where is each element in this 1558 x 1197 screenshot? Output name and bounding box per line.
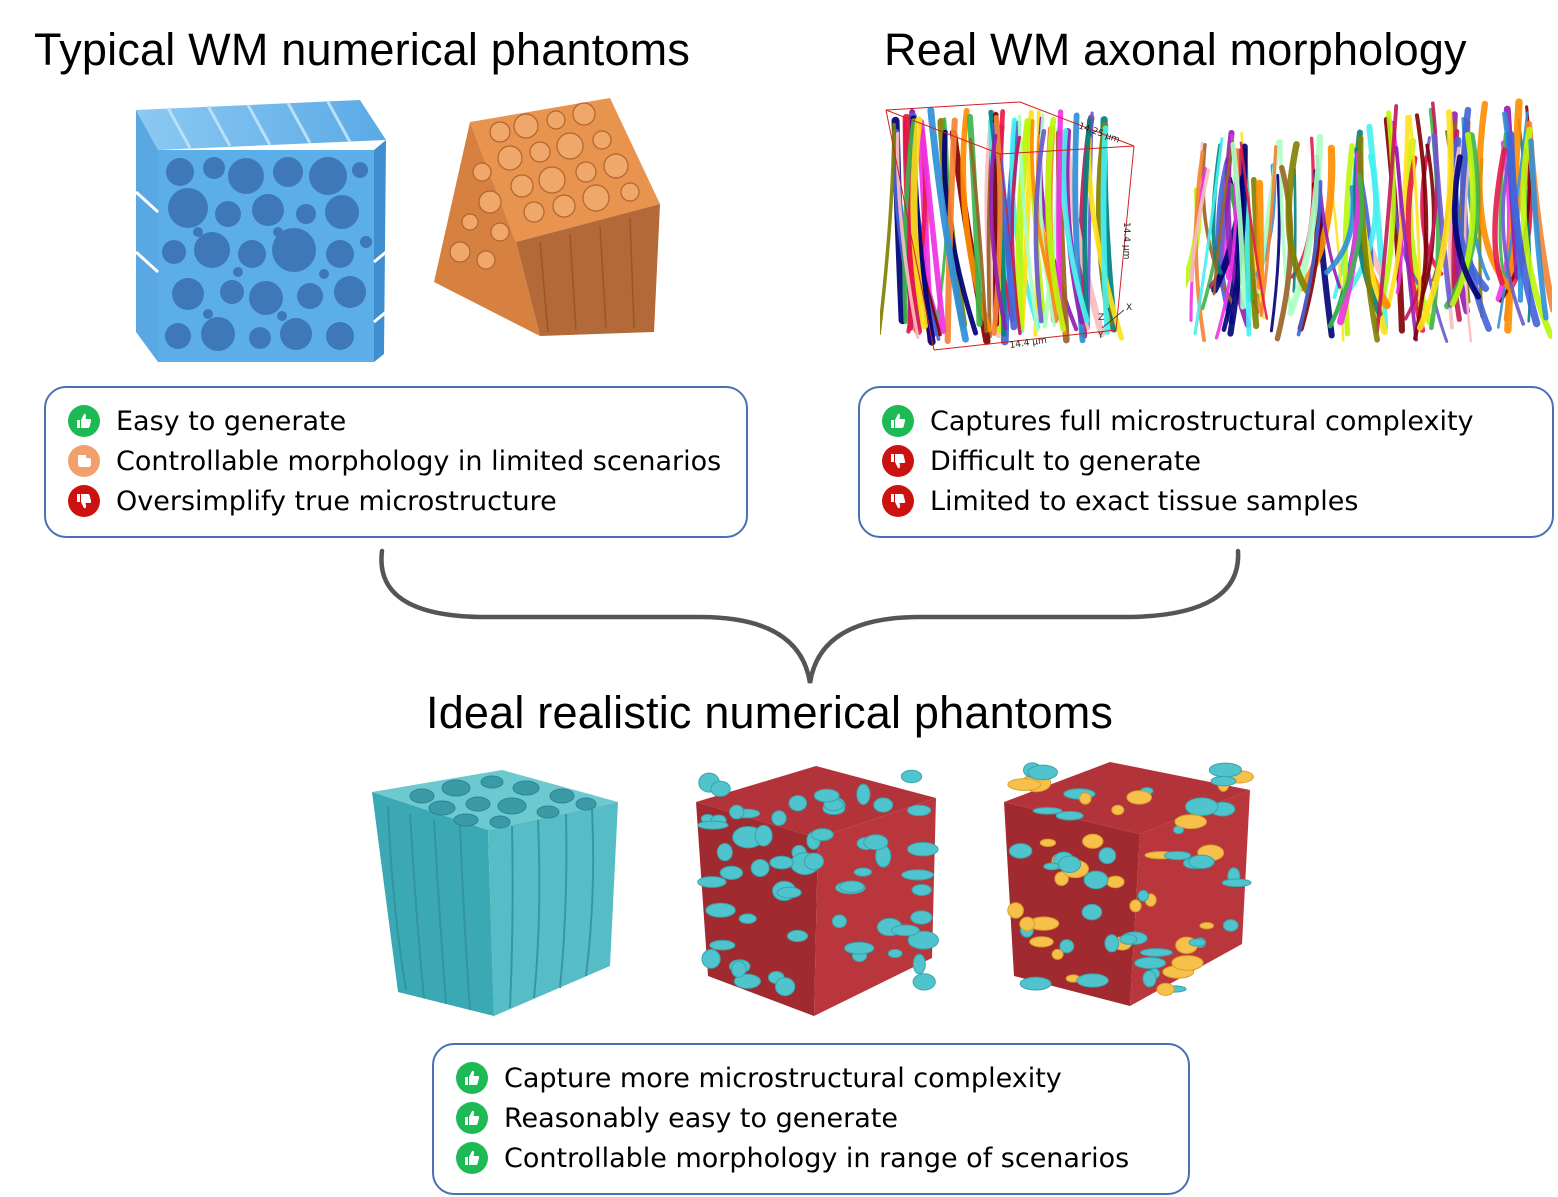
thumbs-up-icon bbox=[456, 1062, 488, 1094]
ideal-phantom-teal bbox=[372, 770, 618, 1016]
title-ideal-phantoms: Ideal realistic numerical phantoms bbox=[426, 687, 1114, 738]
scale-label-top: 14.25 µm bbox=[1077, 121, 1121, 145]
thumbs-up-icon bbox=[68, 405, 100, 437]
list-item: Capture more microstructural complexity bbox=[456, 1061, 1062, 1095]
axis-x-label: X bbox=[1126, 303, 1132, 313]
list-item: Captures full microstructural complexity bbox=[882, 404, 1474, 438]
list-item: Difficult to generate bbox=[882, 444, 1201, 478]
ideal-phantom-teal-red bbox=[696, 766, 940, 1016]
pro-text: Capture more microstructural complexity bbox=[504, 1062, 1062, 1094]
real-morphology-panel: Captures full microstructural complexity… bbox=[858, 386, 1554, 538]
list-item: Controllable morphology in range of scen… bbox=[456, 1141, 1129, 1175]
thumbs-sideways-icon bbox=[68, 445, 100, 477]
con-text: Difficult to generate bbox=[930, 445, 1202, 477]
con-text: Limited to exact tissue samples bbox=[930, 485, 1359, 517]
merge-brace bbox=[379, 548, 1241, 684]
scale-label-bottom: 14.4 µm bbox=[1009, 336, 1047, 351]
list-item: Limited to exact tissue samples bbox=[882, 484, 1358, 518]
real-axons-slab-render bbox=[1186, 98, 1552, 343]
thumbs-up-icon bbox=[882, 405, 914, 437]
thumbs-up-icon bbox=[456, 1102, 488, 1134]
axis-triad bbox=[1101, 307, 1125, 329]
con-text: Oversimplify true microstructure bbox=[116, 485, 557, 517]
list-item: Controllable morphology in limited scena… bbox=[68, 444, 721, 478]
scale-label-right: 14.4 µm bbox=[1121, 222, 1131, 259]
neutral-text: Controllable morphology in limited scena… bbox=[116, 445, 722, 477]
thumbs-down-icon bbox=[882, 445, 914, 477]
list-item: Oversimplify true microstructure bbox=[68, 484, 557, 518]
real-axons-boxed-render: 14.25 µm 14.4 µm 14.4 µm X Z Y bbox=[880, 101, 1135, 351]
pro-text: Easy to generate bbox=[116, 405, 347, 437]
thumbs-down-icon bbox=[68, 485, 100, 517]
thumbs-up-icon bbox=[456, 1142, 488, 1174]
pro-text: Controllable morphology in range of scen… bbox=[504, 1142, 1130, 1174]
axis-y-label: Y bbox=[1097, 331, 1104, 341]
pro-text: Captures full microstructural complexity bbox=[930, 405, 1474, 437]
pro-text: Reasonably easy to generate bbox=[504, 1102, 898, 1134]
ideal-phantoms-panel: Capture more microstructural complexity … bbox=[432, 1043, 1190, 1195]
list-item: Reasonably easy to generate bbox=[456, 1101, 898, 1135]
blue-cylinder-phantom bbox=[134, 100, 387, 362]
title-typical-phantoms: Typical WM numerical phantoms bbox=[34, 24, 691, 75]
orange-cylinder-phantom bbox=[434, 98, 660, 336]
thumbs-down-icon bbox=[882, 485, 914, 517]
typical-phantoms-panel: Easy to generate Controllable morphology… bbox=[44, 386, 748, 538]
title-real-morphology: Real WM axonal morphology bbox=[884, 24, 1467, 75]
axis-z-label: Z bbox=[1098, 313, 1104, 323]
list-item: Easy to generate bbox=[68, 404, 346, 438]
ideal-phantom-teal-red-yellow bbox=[1004, 762, 1254, 1006]
